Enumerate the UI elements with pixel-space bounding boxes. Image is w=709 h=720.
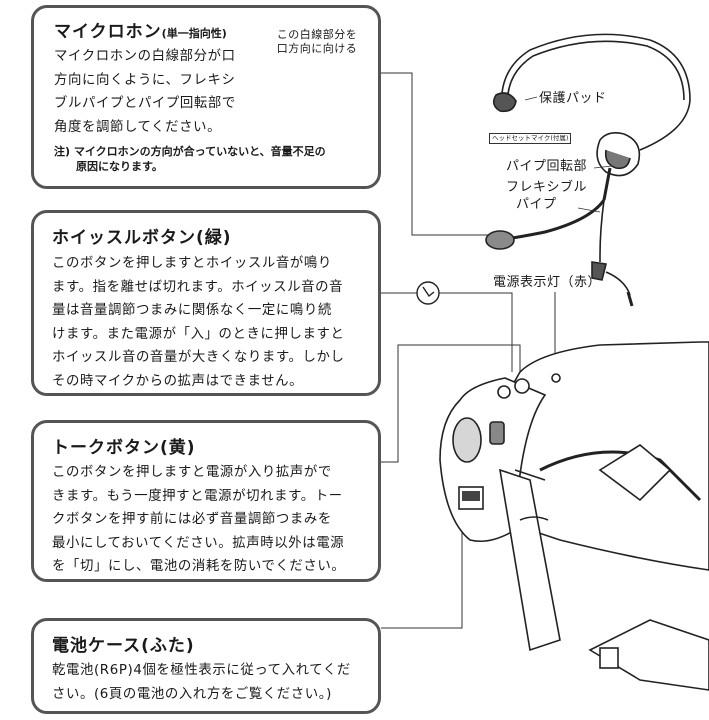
whistle-line: このボタンを押しますとホイッスル音が鳴り — [52, 256, 332, 271]
talk-leader-line — [381, 344, 521, 463]
label-power-lamp: 電源表示灯（赤） — [493, 275, 602, 290]
microphone-section: マイクロホン(単一指向性) マイクロホンの白線部分が口 方向に向くように、フレキ… — [31, 5, 381, 189]
mic-callout-line: 口方向に向ける — [276, 42, 358, 55]
whistle-icon — [416, 281, 440, 305]
mic-body: マイクロホンの白線部分が口 方向に向くように、フレキシ ブルパイプとパイプ回転部… — [54, 45, 378, 139]
megaphone-illustration — [439, 341, 709, 691]
pivot-pointer — [593, 165, 613, 169]
whistle-line: けます。また電源が「入」のときに押しますと — [52, 326, 345, 342]
whistle-body: このボタンを押しますとホイッスル音が鳴り ます。指を離せば切れます。ホイッスル音… — [52, 252, 378, 393]
whistle-line: ます。指を離せば切れます。ホイッスル音の音 — [52, 279, 344, 295]
battery-title: 電池ケース(ふた) — [52, 636, 195, 656]
mic-note-line2: 原因になります。 — [76, 160, 163, 173]
mic-line: 角度を調節してください。 — [54, 119, 222, 135]
talk-line: を「切」にし、電池の消耗を防いでください。 — [52, 559, 346, 574]
whistle-leader-line — [381, 292, 513, 372]
battery-line: 乾電池(R6P)4個を極性表示に従って入れてくだ — [52, 663, 351, 678]
mic-line: ブルパイプとパイプ回転部で — [54, 96, 236, 111]
pad-pointer — [524, 96, 538, 101]
battery-section: 電池ケース(ふた) 乾電池(R6P)4個を極性表示に従って入れてくだ さい。(6… — [31, 618, 381, 714]
headset-illustration — [485, 33, 691, 307]
mic-line: 方向に向くように、フレキシ — [54, 72, 236, 88]
label-protective-pad: 保護パッド — [539, 91, 607, 106]
label-flexible-pipe-2: パイプ — [516, 197, 557, 212]
whistle-line: 量は音量調節つまみに関係なく一定に鳴り続 — [52, 303, 332, 318]
mic-title-text: マイクロホン — [54, 22, 162, 42]
mic-line: マイクロホンの白線部分が口 — [54, 49, 236, 64]
talk-section: トークボタン(黄) このボタンを押しますと電源が入り拡声がで きます。もう一度押… — [31, 420, 381, 582]
whistle-title: ホイッスルボタン(緑) — [52, 228, 232, 248]
mic-note-line1: 注) マイクロホンの方向が合っていないと、音量不足の — [54, 145, 326, 158]
battery-leader-line — [381, 520, 463, 629]
talk-line: このボタンを押しますと電源が入り拡声がで — [52, 465, 332, 480]
mic-callout: この白線部分を 口方向に向ける — [262, 28, 372, 56]
battery-line: さい。(6頁の電池の入れ方をご覧ください。) — [52, 686, 332, 702]
whistle-section: ホイッスルボタン(緑) このボタンを押しますとホイッスル音が鳴り ます。指を離せ… — [31, 210, 381, 396]
whistle-line: ホイッスル音の音量が大きくなります。しかし — [52, 350, 345, 365]
mic-title-note: (単一指向性) — [161, 27, 227, 40]
label-pipe-pivot: パイプ回転部 — [506, 159, 588, 174]
talk-body: このボタンを押しますと電源が入り拡声がで きます。もう一度押すと電源が切れます。… — [52, 461, 378, 579]
mic-callout-line: この白線部分を — [276, 28, 358, 41]
talk-line: 最小にしておいてください。拡声時以外は電源 — [52, 535, 345, 551]
mic-title: マイクロホン(単一指向性) — [54, 21, 378, 45]
talk-title: トークボタン(黄) — [52, 438, 196, 458]
talk-line: クボタンを押す前には必ず音量調節つまみを — [52, 512, 332, 527]
label-flexible-pipe-1: フレキシブル — [506, 180, 588, 195]
mic-leader-line — [381, 72, 490, 236]
talk-line: きます。もう一度押すと電源が切れます。トー — [52, 488, 343, 504]
mic-note: 注) マイクロホンの方向が合っていないと、音量不足の 原因になります。 — [54, 144, 378, 174]
label-headset-mic: ヘッドセットマイク(付属) — [489, 133, 572, 144]
flex-pointer — [577, 207, 601, 213]
whistle-line: その時マイクからの拡声はできません。 — [52, 373, 304, 389]
battery-body: 乾電池(R6P)4個を極性表示に従って入れてくだ さい。(6頁の電池の入れ方をご… — [52, 659, 378, 706]
